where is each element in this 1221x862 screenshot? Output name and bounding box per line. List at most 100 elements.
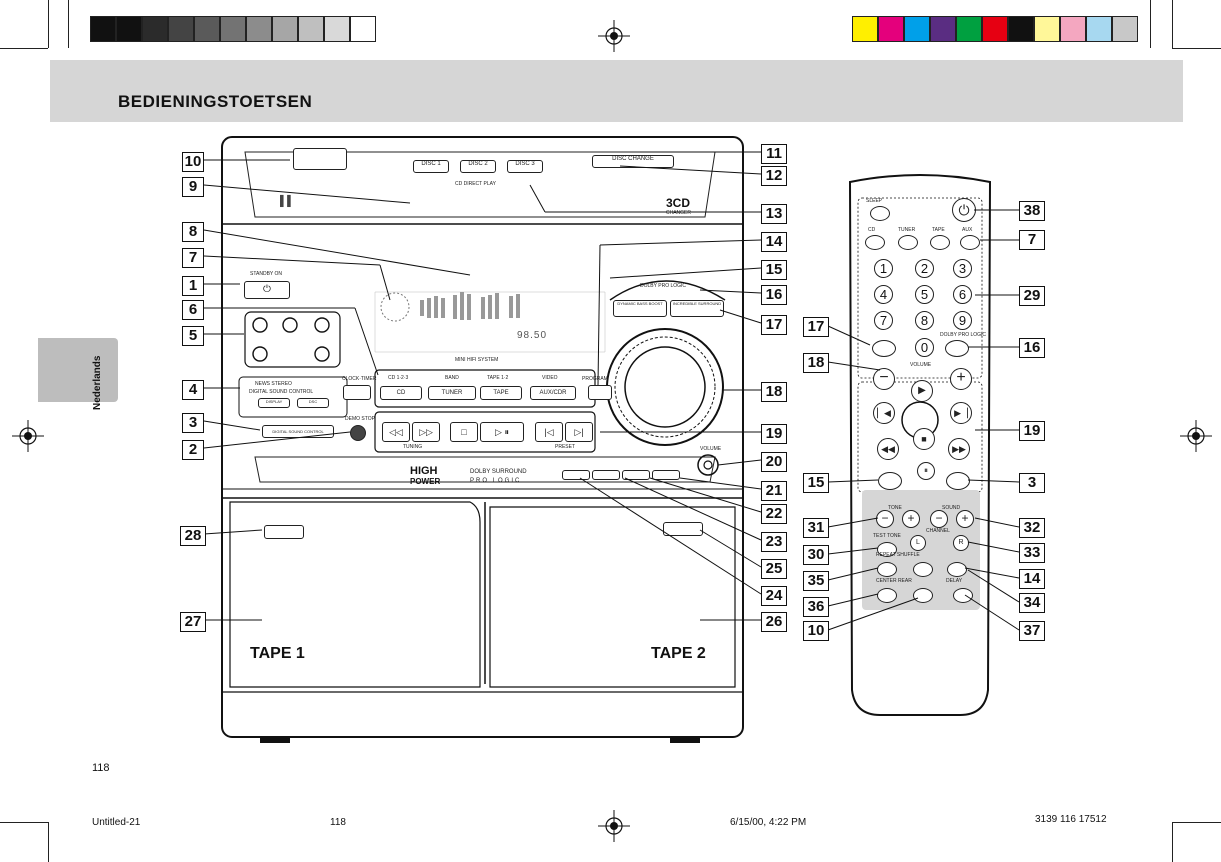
- remote-number-3-button[interactable]: 3: [953, 259, 972, 278]
- remote-cd-button[interactable]: [865, 235, 885, 250]
- demo-stop-button[interactable]: [350, 425, 366, 441]
- standby-on-label: STANDBY ON: [250, 271, 283, 277]
- next-button[interactable]: ▷|: [565, 422, 593, 442]
- remote-dsc-2-button[interactable]: [878, 472, 902, 490]
- remote-number-7-button[interactable]: 7: [874, 311, 893, 330]
- remote-number-2-button[interactable]: 2: [915, 259, 934, 278]
- remote-dsc-button[interactable]: [872, 340, 896, 357]
- remote-pause-button[interactable]: ⏸: [917, 462, 935, 480]
- incredible-surround-button[interactable]: INCREDIBLE SURROUND: [670, 300, 724, 317]
- remote-volume-up-button[interactable]: +: [950, 368, 972, 390]
- registration-target-icon: [598, 810, 630, 842]
- remote-number-9-button[interactable]: 9: [953, 311, 972, 330]
- tape2-eject-button[interactable]: [663, 522, 703, 536]
- remote-tone-up-button[interactable]: +: [902, 510, 920, 528]
- tuner-source-button[interactable]: TUNER: [428, 386, 476, 400]
- remote-tuner-button[interactable]: [898, 235, 918, 250]
- disc-1-button[interactable]: DISC 1: [413, 160, 449, 173]
- remote-standby-button[interactable]: ⏻: [952, 198, 976, 222]
- rewind-button[interactable]: ◁◁: [382, 422, 410, 442]
- remote-repeat-shuffle-label: REPEAT SHUFFLE: [876, 552, 920, 558]
- remote-center-button[interactable]: [877, 588, 897, 603]
- remote-dolby-label: DOLBY PRO LOGIC: [940, 332, 987, 338]
- dsc-button[interactable]: DSC: [297, 398, 329, 408]
- cd-source-button[interactable]: CD: [380, 386, 422, 400]
- aux-source-button[interactable]: AUX/CDR: [530, 386, 576, 400]
- label-11: 11: [761, 144, 787, 164]
- tape1-eject-button[interactable]: [264, 525, 304, 539]
- remote-repeat-button[interactable]: [877, 562, 897, 577]
- remote-number-5-button[interactable]: 5: [915, 285, 934, 304]
- label-18: 18: [761, 382, 787, 402]
- remote-test-tone-button[interactable]: [877, 542, 897, 557]
- label-25: 25: [761, 559, 787, 579]
- label-5: 5: [182, 326, 204, 346]
- dynamic-bass-button[interactable]: DYNAMIC BASS BOOST: [613, 300, 667, 317]
- stop-button[interactable]: □: [450, 422, 478, 442]
- color-swatch: [324, 16, 350, 42]
- disc-2-button[interactable]: DISC 2: [460, 160, 496, 173]
- remote-tone-down-button[interactable]: −: [876, 510, 894, 528]
- tape-source-button[interactable]: TAPE: [480, 386, 522, 400]
- remote-channel-l-button[interactable]: L: [910, 535, 926, 551]
- forward-button[interactable]: ▷▷: [412, 422, 440, 442]
- remote-play-button[interactable]: ▶: [911, 380, 933, 402]
- standby-button[interactable]: ⏻: [244, 281, 290, 299]
- disc-change-button[interactable]: DISC CHANGE: [592, 155, 674, 168]
- remote-number-6-button[interactable]: 6: [953, 285, 972, 304]
- label-4: 4: [182, 380, 204, 400]
- prev-button[interactable]: |◁: [535, 422, 563, 442]
- remote-tape-button[interactable]: [930, 235, 950, 250]
- program-button[interactable]: [588, 385, 612, 400]
- remote-label-10: 10: [803, 621, 829, 641]
- remote-shuffle-button[interactable]: [913, 562, 933, 577]
- disc-direct-play-label: CD DIRECT PLAY: [455, 181, 496, 187]
- remote-rewind-button[interactable]: ◀◀: [877, 438, 899, 460]
- remote-number-8-button[interactable]: 8: [915, 311, 934, 330]
- record-button-3[interactable]: [622, 470, 650, 480]
- remote-channel-r-button[interactable]: R: [953, 535, 969, 551]
- open-close-button[interactable]: [293, 148, 347, 170]
- remote-rear-button[interactable]: [913, 588, 933, 603]
- clock-timer-button[interactable]: [343, 385, 371, 400]
- color-swatch: [956, 16, 982, 42]
- remote-number-4-button[interactable]: 4: [874, 285, 893, 304]
- remote-dbb-2-button[interactable]: [946, 472, 970, 490]
- footer-page: 118: [330, 817, 346, 828]
- remote-forward-button[interactable]: ▶▶: [948, 438, 970, 460]
- remote-volume-down-button[interactable]: −: [873, 368, 895, 390]
- remote-sound-down-button[interactable]: −: [930, 510, 948, 528]
- crop-mark: [68, 0, 69, 48]
- remote-aux-button[interactable]: [960, 235, 980, 250]
- label-17: 17: [761, 315, 787, 335]
- remote-number-0-button[interactable]: 0: [915, 338, 934, 357]
- color-swatch: [116, 16, 142, 42]
- label-27: 27: [180, 612, 206, 632]
- label-19: 19: [761, 424, 787, 444]
- record-button-2[interactable]: [592, 470, 620, 480]
- mini-system-label: MINI HIFI SYSTEM: [455, 357, 499, 363]
- page-title: BEDIENINGSTOETSEN: [118, 92, 313, 111]
- remote-delay-button[interactable]: [953, 588, 973, 603]
- remote-number-1-button[interactable]: 1: [874, 259, 893, 278]
- record-button-1[interactable]: [562, 470, 590, 480]
- remote-dbb-button[interactable]: [945, 340, 969, 357]
- dolby-pro-logic-label: DOLBY PRO LOGIC: [640, 283, 687, 289]
- remote-tape-label: TAPE: [932, 227, 945, 233]
- remote-prev-button[interactable]: ▏◀: [873, 402, 895, 424]
- record-button-4[interactable]: [652, 470, 680, 480]
- remote-cd-label: CD: [868, 227, 876, 233]
- remote-tuner-label: TUNER: [898, 227, 916, 233]
- label-7: 7: [182, 248, 204, 268]
- remote-sleep-button[interactable]: [870, 206, 890, 221]
- color-swatch: [272, 16, 298, 42]
- play-pause-button[interactable]: ▷ ⏸: [480, 422, 524, 442]
- remote-surround-button[interactable]: [947, 562, 967, 577]
- remote-stop-button[interactable]: ■: [913, 428, 935, 450]
- remote-sound-up-button[interactable]: +: [956, 510, 974, 528]
- demo-stop-label: DEMO STOP: [345, 416, 375, 422]
- disc-3-button[interactable]: DISC 3: [507, 160, 543, 173]
- display-button[interactable]: DISPLAY: [258, 398, 290, 408]
- color-swatch: [1112, 16, 1138, 42]
- remote-next-button[interactable]: ▶▕: [950, 402, 972, 424]
